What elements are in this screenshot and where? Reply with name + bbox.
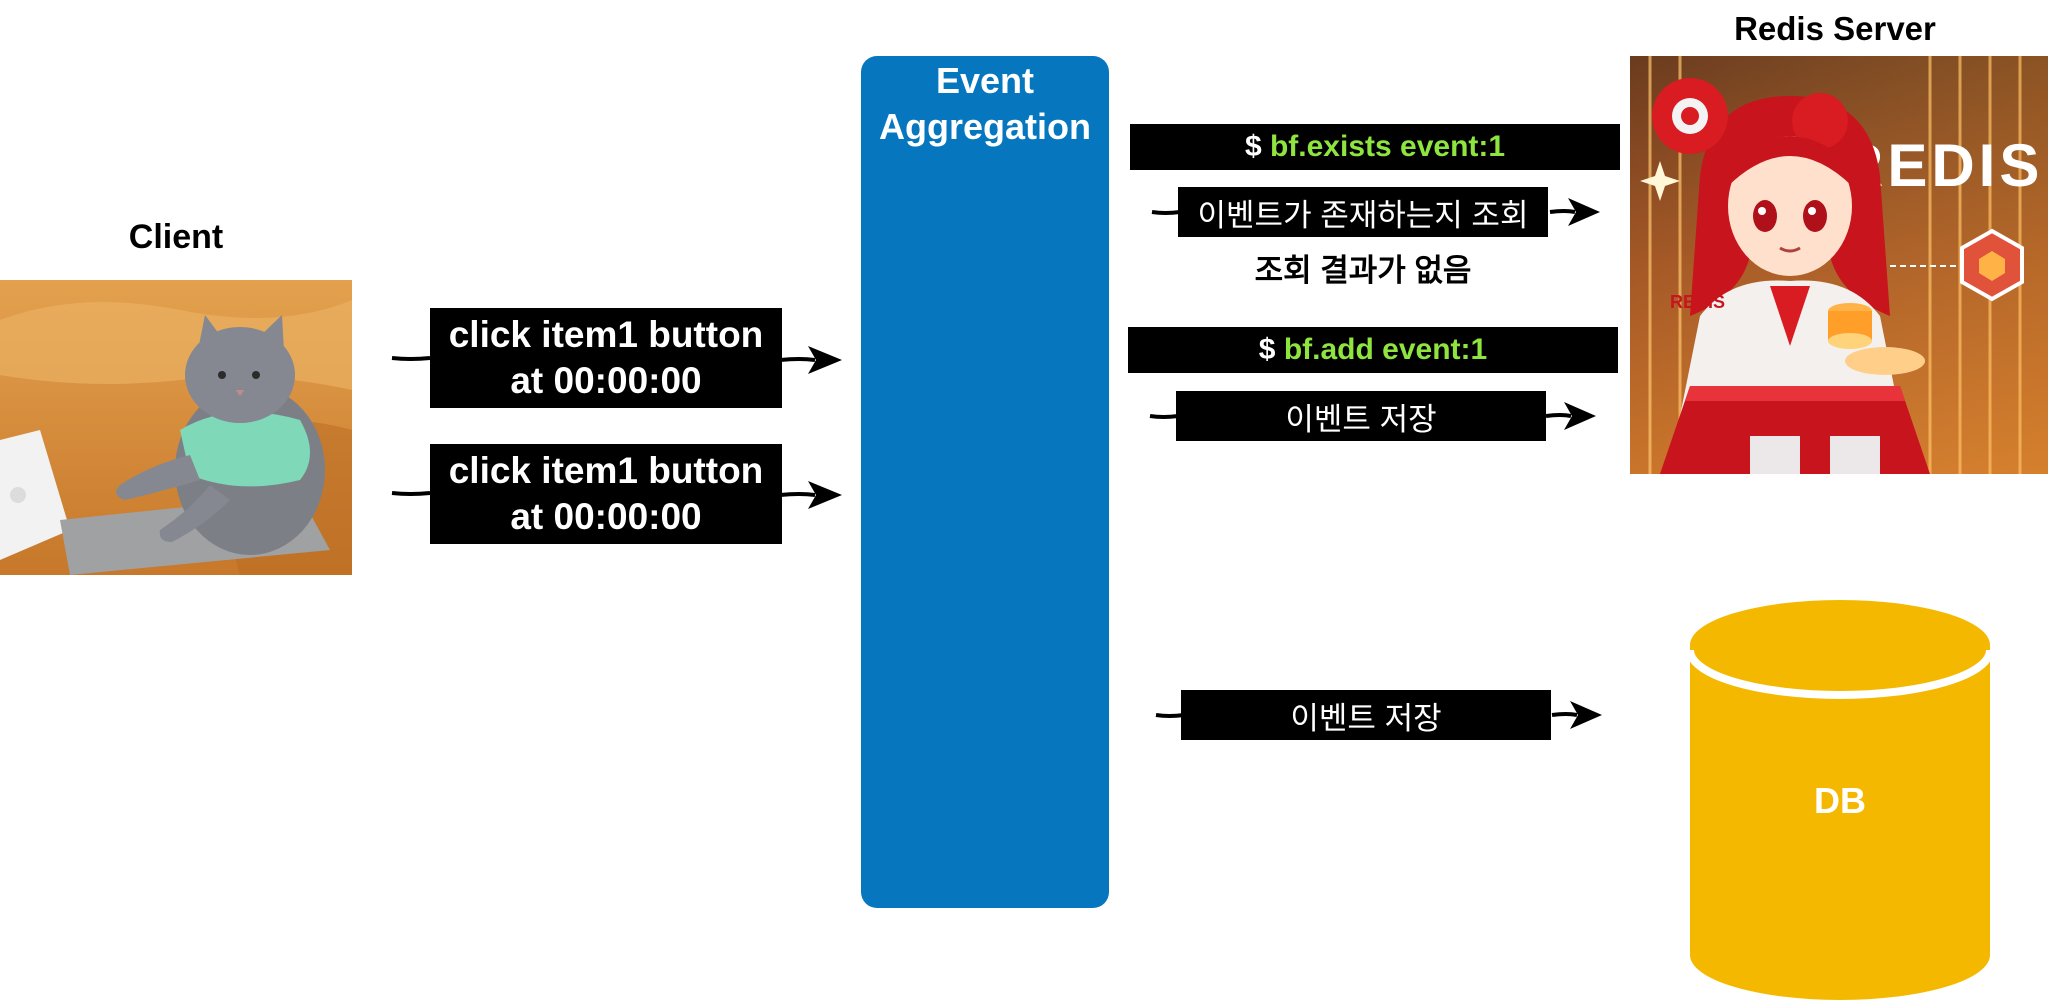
redis-anime-mascot-icon: REDIS REDIS (1630, 56, 2048, 474)
store-event-db-label: 이벤트 저장 (1181, 690, 1551, 740)
redis-server-title: Redis Server (1734, 10, 1936, 47)
request-arrow-2 (391, 481, 842, 509)
request-arrow-1 (391, 346, 842, 374)
database-cylinder: DB (1686, 600, 1994, 1000)
request-message-1: click item1 button at 00:00:00 (430, 308, 782, 408)
bf-add-command: $ bf.add event:1 (1128, 327, 1618, 373)
lookup-arrow (1151, 198, 1600, 226)
bf-exists-text: bf.exists event:1 (1269, 130, 1506, 163)
cat-typing-laptop-icon (0, 280, 352, 575)
client-cat-image (0, 280, 352, 575)
event-aggregation-title: Event Aggregation (861, 56, 1109, 150)
redis-badge-text: REDIS (1670, 292, 1725, 312)
lookup-event-label: 이벤트가 존재하는지 조회 (1178, 187, 1548, 237)
event-aggregation-title-line1: Event (935, 60, 1035, 101)
request-2-line1: click item1 button (448, 450, 764, 491)
db-label: DB (1814, 780, 1866, 821)
no-result-note: 조회 결과가 없음 (1254, 253, 1472, 288)
event-aggregation-box: Event Aggregation (861, 56, 1109, 908)
request-message-2: click item1 button at 00:00:00 (430, 444, 782, 544)
redis-mascot-image: REDIS REDIS (1630, 56, 2048, 474)
store-redis-arrow (1149, 402, 1596, 430)
request-1-line1: click item1 button (448, 314, 764, 355)
bf-exists-prefix: $ (1244, 130, 1270, 163)
request-2-line2: at 00:00:00 (510, 496, 702, 537)
client-title: Client (128, 218, 224, 256)
bf-add-prefix: $ (1258, 333, 1284, 366)
bf-add-text: bf.add event:1 (1283, 333, 1488, 366)
store-event-redis-label: 이벤트 저장 (1176, 391, 1546, 441)
bf-exists-command: $ bf.exists event:1 (1130, 124, 1620, 170)
request-1-line2: at 00:00:00 (510, 360, 702, 401)
event-aggregation-title-line2: Aggregation (879, 106, 1091, 147)
